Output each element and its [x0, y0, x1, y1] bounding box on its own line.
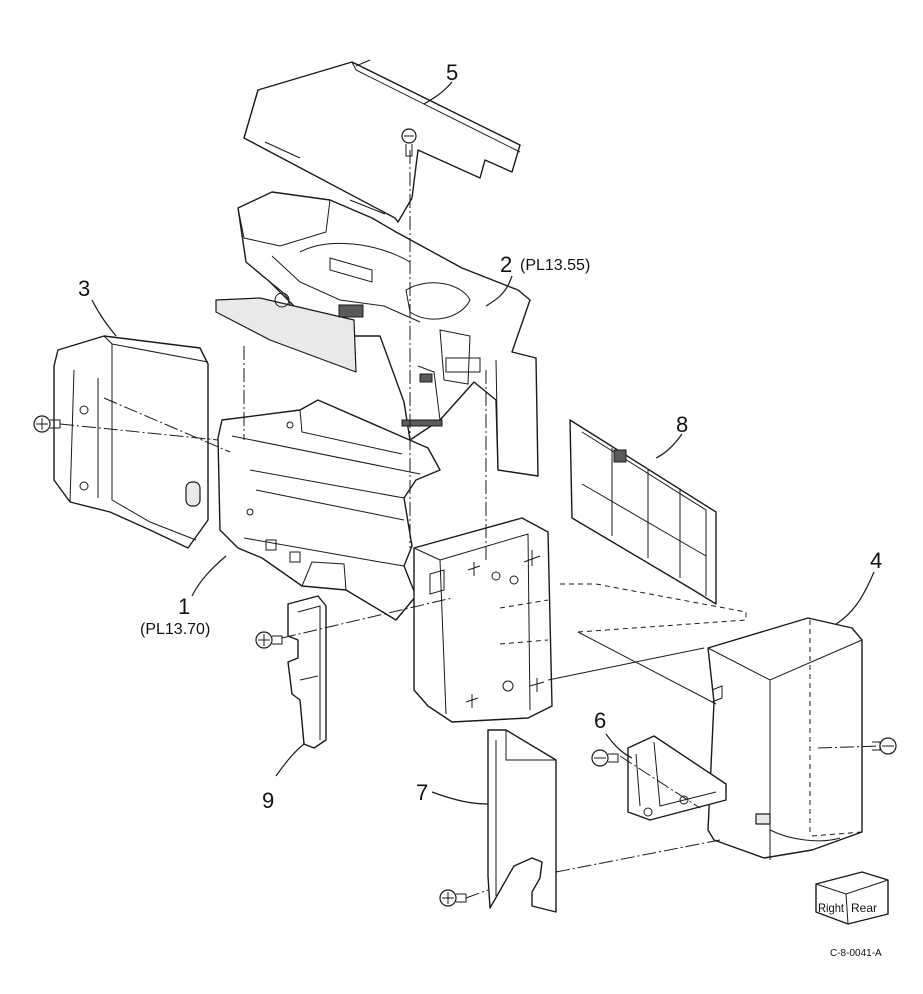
callout-5: 5 — [446, 60, 458, 85]
projection-lines — [499, 583, 747, 705]
callout-2: 2 — [500, 252, 512, 277]
callout-1: 1 — [178, 594, 190, 619]
screw-left — [33, 415, 61, 433]
screw-top — [401, 128, 417, 157]
assembly-guides — [59, 150, 881, 899]
callout-9: 9 — [262, 788, 274, 813]
screw-bracket — [591, 749, 619, 767]
part-1-main-frame — [217, 399, 441, 621]
screw-mid — [255, 631, 283, 649]
center-frame-panel — [413, 517, 553, 723]
figure-id: C-8-0041-A — [830, 948, 882, 959]
callout-2-reference: (PL13.55) — [520, 257, 590, 274]
part-3-left-cover — [53, 335, 209, 549]
part-2-upper-assembly — [215, 191, 539, 477]
part-9-bracket — [287, 595, 327, 749]
screw-bottom — [439, 889, 467, 907]
part-4-right-cover — [707, 617, 863, 860]
callout-4: 4 — [870, 548, 882, 573]
callout-6: 6 — [594, 708, 606, 733]
part-5-top-cover — [243, 59, 521, 223]
part-8-grille-cover — [569, 419, 717, 605]
callout-leaders — [91, 81, 875, 805]
part-7-lower-cover — [487, 729, 557, 913]
callout-1-reference: (PL13.70) — [140, 621, 210, 638]
orientation-rear-label: Rear — [851, 901, 877, 915]
callout-8: 8 — [676, 412, 688, 437]
part-6-mount-bracket — [627, 735, 727, 821]
orientation-cube: Right Rear — [815, 871, 889, 925]
orientation-right-label: Right — [818, 901, 845, 915]
callout-7: 7 — [416, 780, 428, 805]
callout-3: 3 — [78, 276, 90, 301]
